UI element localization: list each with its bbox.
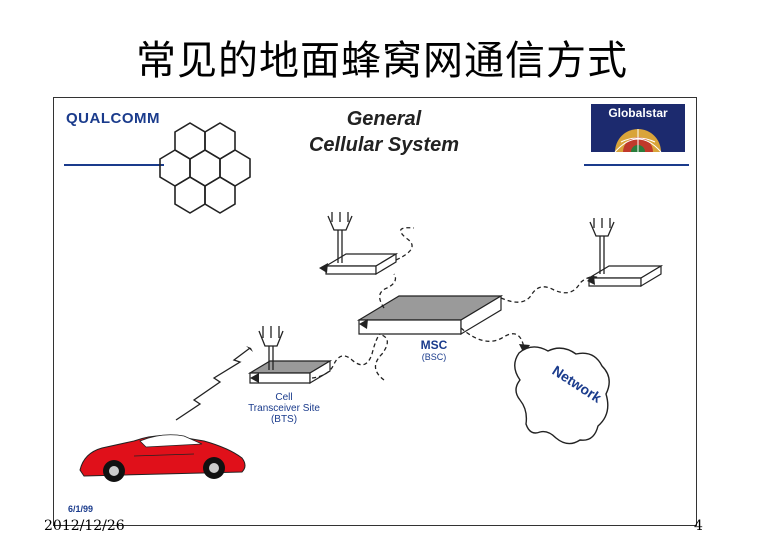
bts-label-line1: Cell [275,392,293,403]
diagram-title: General Cellular System [274,106,494,158]
bts-box-icon [247,359,333,385]
diagram-title-line2: Cellular System [308,134,460,156]
diagram-graphics [79,122,664,482]
bts-label-line3: (BTS) [270,414,298,425]
car-icon [79,434,246,482]
bts-antenna-icon [258,326,284,370]
divider-left [64,164,164,166]
remote-antenna-right-icon [589,218,615,274]
arrowheads [250,263,595,383]
msc-box-icon [356,294,504,336]
remote-box-left-icon [323,252,399,276]
dashed-links [374,227,600,381]
bts-to-msc-link [311,333,381,379]
page-number: 4 [694,518,703,534]
globalstar-logo-text: Globalstar [608,106,668,120]
remote-antenna-left-icon [327,212,353,263]
globalstar-globe-icon [614,129,662,152]
bts-label-line2: Transceiver Site [248,403,320,414]
diagram-date: 6/1/99 [68,504,94,514]
qualcomm-logo: QUALCOMM [66,110,160,127]
diagram-title-line1: General [346,108,422,130]
hexagon-cells-icon [159,122,251,214]
network-cloud-icon [514,346,610,445]
bsc-label: (BSC) [421,352,447,362]
remote-box-right-icon [586,264,664,288]
msc-label: MSC [420,338,448,352]
bts-label: Cell Transceiver Site (BTS) [224,392,344,425]
divider-right [584,164,689,166]
radio-link-icon [175,347,251,421]
diagram-panel: QUALCOMM General Cellular System Globals… [53,97,697,526]
footer-date: 2012/12/26 [44,518,125,534]
slide-title: 常见的地面蜂窝网通信方式 [136,38,628,84]
globalstar-logo: Globalstar [591,104,685,152]
